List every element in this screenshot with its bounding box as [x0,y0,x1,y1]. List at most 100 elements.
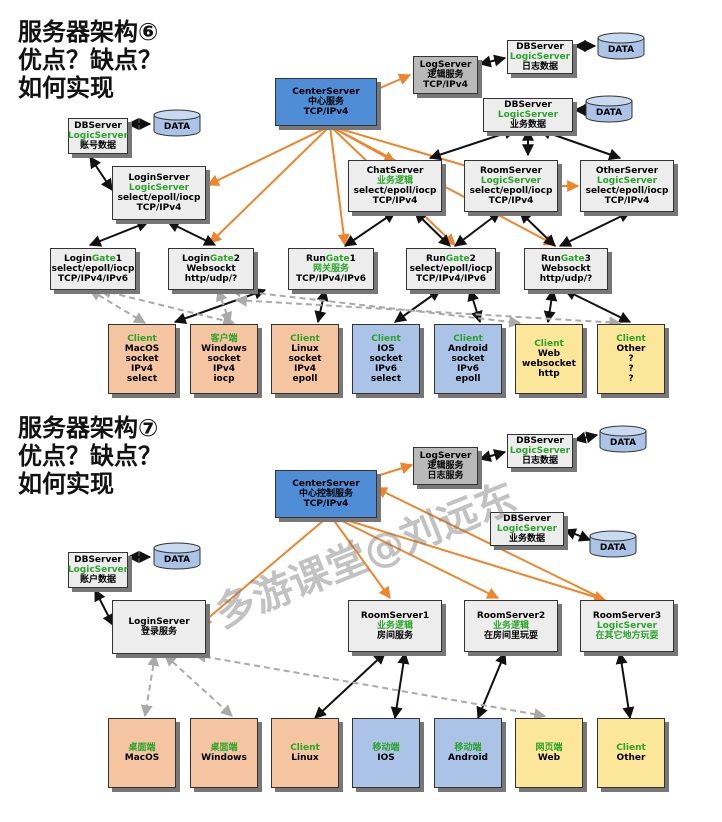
gate-name: LoginGate1 [64,254,122,264]
client-line: IPv6 [456,364,480,374]
client-linux: Client Linux socket IPv4 epoll [271,324,339,394]
client-header: Client [616,743,646,753]
client-header: 桌面端 [210,743,238,753]
data-cylinder-icon: DATA [589,530,637,558]
client-line: iocp [213,374,235,384]
log-server-role: 逻辑服务 [427,461,464,471]
client-line: Windows [201,344,247,354]
room-server-b: RoomServer2 业务逻辑 在房间里玩耍 [464,600,558,652]
client-line: Linux [291,344,319,354]
gate-name: LoginGate2 [182,254,240,264]
acct-db-server-2: DBServer LogicServer 账户数据 [68,552,128,588]
client-line: IPv4 [212,364,236,374]
biz-db-server-2: DBServer LogicServer 业务数据 [490,512,564,546]
room-server-c: RoomServer3 LogicServer 在其它地方玩耍 [580,600,674,652]
chat-server-name: ChatServer [366,166,424,176]
data-cylinder-icon: DATA [599,425,647,453]
db-server-name: DBServer [516,42,564,52]
gate-proto: http/udp/? [539,274,593,284]
other-server-proto: TCP/IPv4 [604,196,650,206]
svg-text:DATA: DATA [608,45,634,55]
center-server-role: 中心控制服务 [298,489,353,499]
client-android: Client Android socket IPv6 epoll [434,324,502,394]
login-server-name: LoginServer [128,173,190,183]
room-server-name: RoomServer3 [592,611,662,621]
other-server-name: OtherServer [595,166,659,176]
client-line: select [126,374,158,384]
db-server-logic: LogicServer [509,52,571,62]
log-server-name: LogServer [419,60,472,70]
client-header: Client [290,743,320,753]
client-line: select [370,374,402,384]
client-line: ? [628,354,634,364]
run-gate-1: RunGate1 网关服务 TCP/IPv4/IPv6 [288,248,374,290]
client-windows: 客户端 Windows socket IPv4 iocp [190,324,258,394]
client-line: socket [451,354,485,364]
gate-io: select/epoll/iocp [409,264,493,274]
db-server-desc: 业务数据 [509,120,546,130]
log-db-server-1: DBServer LogicServer 日志数据 [507,40,573,74]
client-line: epoll [455,374,481,384]
gate-proto: TCP/IPv4/IPv6 [57,274,129,284]
center-server-proto: TCP/IPv4 [303,499,349,509]
client-line: Web [537,349,561,359]
log-server-name: LogServer [419,451,472,461]
db-server-logic: LogicServer [67,131,129,141]
client-line: Other [616,753,646,763]
room-server-logic: LogicServer [480,176,542,186]
center-server-proto: TCP/IPv4 [303,107,349,117]
client-line: Windows [201,753,247,763]
client-line: IPv6 [374,364,398,374]
center-server-2: CenterServer 中心控制服务 TCP/IPv4 [275,470,377,518]
db-server-name: DBServer [74,121,122,131]
room-server-name: RoomServer [479,166,543,176]
client-line: IOS [377,753,395,763]
login-server-role: 登录服务 [140,627,177,637]
client-line: IPv4 [130,364,154,374]
center-server-name: CenterServer [292,87,360,97]
client-line: socket [207,354,241,364]
run-gate-3: RunGate3 Websockt http/udp/? [524,248,608,290]
login-server-1: LoginServer LogicServer select/epoll/ioc… [112,166,206,220]
chat-server: ChatServer 业务逻辑 select/epoll/iocp TCP/IP… [348,160,442,212]
center-server-1: CenterServer 中心服务 TCP/IPv4 [275,78,377,126]
client-line: ? [628,374,634,384]
client-line: socket [288,354,322,364]
biz-db-server-1: DBServer LogicServer 业务数据 [483,98,573,132]
client-header: Client [127,334,157,344]
room-server-desc: 在其它地方玩耍 [595,631,659,641]
room-server-name: RoomServer2 [476,611,546,621]
client-line: ? [628,364,634,374]
svg-text:DATA: DATA [600,543,626,553]
db-server-logic: LogicServer [496,524,558,534]
login-server-name: LoginServer [128,617,190,627]
svg-text:DATA: DATA [164,555,190,565]
client-header: Client [616,334,646,344]
log-server-2: LogServer 逻辑服务 日志服务 [413,447,478,485]
center-server-role: 中心服务 [307,97,344,107]
client-other: Client Other ? ? ? [597,324,665,394]
db-server-name: DBServer [503,514,551,524]
login-gate-2: LoginGate2 Websockt http/udp/? [168,248,254,290]
db-server-name: DBServer [74,555,122,565]
db-server-desc: 账户数据 [79,575,116,585]
client2-other: Client Other [597,718,665,788]
client-line: Linux [291,753,319,763]
db-server-desc: 业务数据 [508,534,545,544]
other-server-io: select/epoll/iocp [585,186,669,196]
gate-name: RunGate1 [306,254,356,264]
client-macos: Client MacOS socket IPv4 select [108,324,176,394]
client-header: 桌面端 [128,743,156,753]
acct-db-server-1: DBServer LogicServer 账号数据 [68,118,128,154]
login-server-2: LoginServer 登录服务 [112,600,206,654]
gate-proto: http/udp/? [184,274,238,284]
data-cylinder-icon: DATA [597,32,645,60]
gate-io: Websockt [541,264,591,274]
room-server-logic: 业务逻辑 [492,621,529,631]
db-server-desc: 日志数据 [521,456,558,466]
login-server-logic: LogicServer [128,183,190,193]
client-header: 客户端 [210,334,238,344]
db-server-logic: LogicServer [497,110,559,120]
room-server-1: RoomServer LogicServer select/epoll/iocp… [464,160,558,212]
